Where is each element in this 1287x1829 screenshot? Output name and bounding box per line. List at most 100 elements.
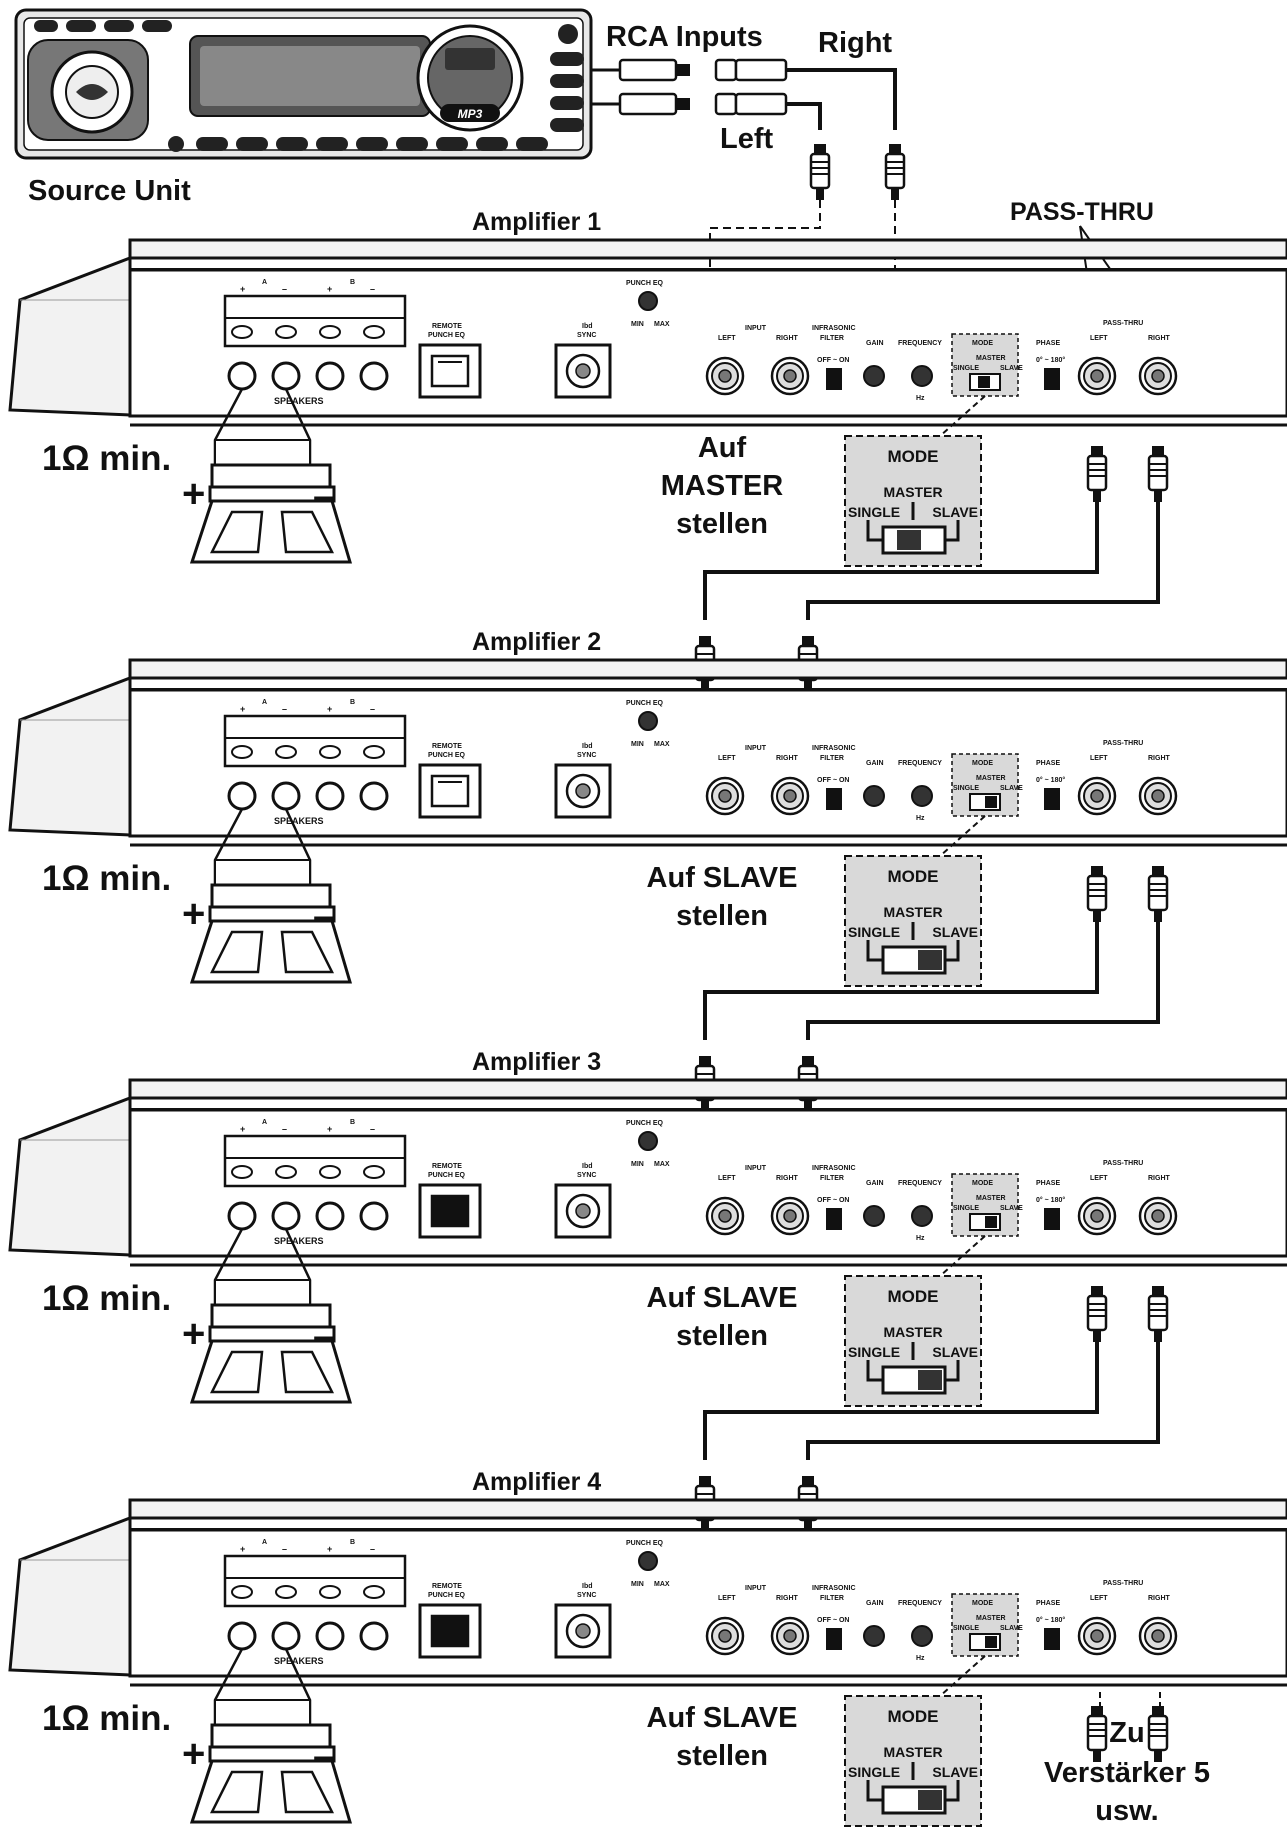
svg-text:OFF ~ ON: OFF ~ ON — [817, 777, 849, 784]
speaker-post — [359, 361, 389, 391]
speaker-plus-sign: + — [182, 472, 205, 516]
rca-plug-left-b — [734, 92, 788, 116]
speaker-terminals: +A–+B–SPEAKERS — [223, 279, 407, 406]
gain-knob: GAIN — [863, 1180, 885, 1227]
svg-text:MASTER: MASTER — [976, 1615, 1006, 1622]
amplifier-title: Amplifier 3 — [472, 1048, 601, 1076]
svg-text:LEFT: LEFT — [718, 1175, 736, 1182]
svg-text:–: – — [370, 1544, 375, 1554]
svg-text:PUNCH EQ: PUNCH EQ — [626, 1120, 664, 1127]
source-unit: MP3 Source Unit — [14, 8, 593, 207]
rca-plug-right-b — [734, 58, 788, 82]
svg-text:B: B — [350, 279, 355, 286]
rca-plug-right-a — [618, 58, 678, 82]
svg-text:FILTER: FILTER — [820, 1175, 844, 1182]
pass-thru-output-cables — [1086, 1284, 1169, 1344]
next-note-line-2: Verstärker 5 — [1044, 1757, 1210, 1789]
svg-text:FILTER: FILTER — [820, 755, 844, 762]
svg-text:B: B — [350, 1119, 355, 1126]
svg-text:SLAVE: SLAVE — [1000, 785, 1023, 792]
svg-text:MASTER: MASTER — [883, 1744, 942, 1760]
svg-text:0° ~ 180°: 0° ~ 180° — [1036, 776, 1065, 784]
speakers-label: SPEAKERS — [274, 1656, 324, 1666]
left-input-cable — [786, 102, 822, 130]
svg-text:MAX: MAX — [654, 1161, 670, 1168]
svg-text:LEFT: LEFT — [718, 335, 736, 342]
svg-text:PHASE: PHASE — [1036, 340, 1060, 347]
svg-text:–: – — [282, 284, 287, 294]
input-left-jack — [705, 1616, 745, 1656]
speakers-label: SPEAKERS — [274, 396, 324, 406]
svg-text:PASS-THRU: PASS-THRU — [1103, 1160, 1143, 1167]
amplifier-chassis-top — [128, 238, 1287, 260]
svg-text:OFF ~ ON: OFF ~ ON — [817, 357, 849, 364]
svg-text:MIN: MIN — [631, 741, 644, 748]
speaker-post — [315, 1201, 345, 1231]
subwoofer: 1Ω min.+– — [42, 1228, 353, 1404]
svg-text:LEFT: LEFT — [1090, 335, 1108, 342]
amplifier-end-cap — [8, 1515, 132, 1677]
speaker-minus-sign: – — [313, 474, 335, 518]
speakers-label: SPEAKERS — [274, 1236, 324, 1246]
impedance-label: 1Ω min. — [42, 439, 171, 478]
svg-text:REMOTE: REMOTE — [432, 1163, 462, 1170]
amplifier-title: Amplifier 4 — [472, 1468, 601, 1496]
svg-text:RIGHT: RIGHT — [776, 1175, 799, 1182]
pass-thru-right-jack — [1138, 1196, 1178, 1236]
mode-slider-thumb — [918, 1370, 942, 1390]
svg-text:PUNCH EQ: PUNCH EQ — [428, 752, 466, 759]
speaker-plus-sign: + — [182, 892, 205, 936]
svg-text:SLAVE: SLAVE — [932, 1764, 978, 1780]
svg-text:LEFT: LEFT — [1090, 1595, 1108, 1602]
amplifier-chassis-top — [128, 1078, 1287, 1100]
svg-text:MODE: MODE — [888, 447, 939, 466]
svg-text:A: A — [262, 1119, 267, 1126]
setting-line: MASTER — [661, 470, 784, 502]
speaker-minus-sign: – — [313, 1314, 335, 1358]
rca-input-cables: RCA Inputs Right Left — [591, 21, 906, 300]
speaker-post — [271, 1621, 301, 1651]
next-amplifier-note: Zu Verstärker 5 usw. — [1044, 1692, 1210, 1827]
setting-line: Auf SLAVE — [647, 1282, 798, 1314]
mp3-badge: MP3 — [440, 104, 500, 122]
setting-line: Auf — [698, 432, 747, 464]
svg-text:RIGHT: RIGHT — [1148, 335, 1171, 342]
pass-thru-right-jack — [1138, 356, 1178, 396]
svg-text:REMOTE: REMOTE — [432, 1583, 462, 1590]
svg-text:MASTER: MASTER — [976, 355, 1006, 362]
svg-text:Hz: Hz — [916, 815, 925, 822]
pass-thru-right-jack — [1138, 1616, 1178, 1656]
svg-text:Ibd: Ibd — [582, 1583, 593, 1590]
svg-text:SYNC: SYNC — [577, 752, 596, 759]
svg-text:B: B — [350, 699, 355, 706]
amplifier-title: Amplifier 1 — [472, 208, 601, 236]
svg-text:A: A — [262, 1539, 267, 1546]
speaker-plus-sign: + — [182, 1312, 205, 1356]
amplifier-chassis-top — [128, 1498, 1287, 1520]
svg-text:MAX: MAX — [654, 741, 670, 748]
speakers-label: SPEAKERS — [274, 816, 324, 826]
svg-text:SINGLE: SINGLE — [953, 365, 979, 372]
svg-text:LEFT: LEFT — [718, 755, 736, 762]
svg-text:FREQUENCY: FREQUENCY — [898, 1180, 942, 1187]
svg-text:MAX: MAX — [654, 321, 670, 328]
svg-text:SINGLE: SINGLE — [953, 1625, 979, 1632]
svg-text:PHASE: PHASE — [1036, 1180, 1060, 1187]
svg-text:+: + — [240, 284, 245, 294]
svg-text:FILTER: FILTER — [820, 335, 844, 342]
svg-text:+: + — [327, 1124, 332, 1134]
svg-text:GAIN: GAIN — [866, 760, 884, 767]
svg-text:+: + — [240, 704, 245, 714]
input-right-jack — [770, 1196, 810, 1236]
